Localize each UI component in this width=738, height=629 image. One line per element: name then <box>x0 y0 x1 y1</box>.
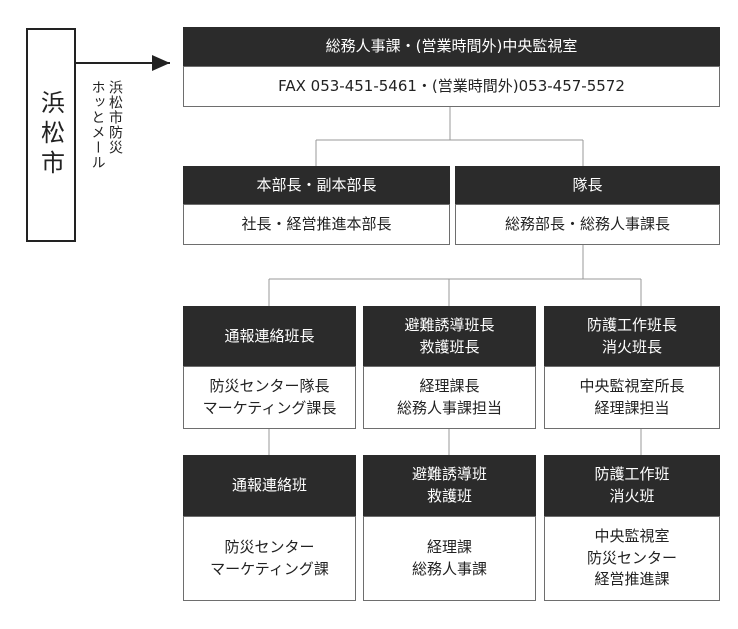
headquarters-body: 社長・経営推進本部長 <box>183 204 450 245</box>
team-header-evacuation: 避難誘導班 救護班 <box>363 455 536 517</box>
leader-header-protection: 防護工作班長 消火班長 <box>544 306 720 367</box>
top-body: FAX 053-451-5461・(営業時間外)053-457-5572 <box>183 66 720 107</box>
team-header-protection: 防護工作班 消火班 <box>544 455 720 517</box>
captain-header: 隊長 <box>455 166 720 205</box>
captain-body: 総務部長・総務人事課長 <box>455 204 720 245</box>
leader-body-protection: 中央監視室所長 経理課担当 <box>544 366 720 429</box>
city-box: 浜松市 <box>26 28 76 242</box>
team-header-report: 通報連絡班 <box>183 455 356 517</box>
top-header: 総務人事課・(営業時間外)中央監視室 <box>183 27 720 67</box>
leader-body-report: 防災センター隊長 マーケティング課長 <box>183 366 356 429</box>
team-body-report: 防災センター マーケティング課 <box>183 516 356 601</box>
leader-header-evacuation: 避難誘導班長 救護班長 <box>363 306 536 367</box>
team-body-evacuation: 経理課 総務人事課 <box>363 516 536 601</box>
city-label: 浜松市 <box>36 90 65 180</box>
arrow-label: 浜松市防災 ホッとメール <box>89 80 124 170</box>
leader-header-report: 通報連絡班長 <box>183 306 356 367</box>
leader-body-evacuation: 経理課長 総務人事課担当 <box>363 366 536 429</box>
team-body-protection: 中央監視室 防災センター 経営推進課 <box>544 516 720 601</box>
headquarters-header: 本部長・副本部長 <box>183 166 450 205</box>
